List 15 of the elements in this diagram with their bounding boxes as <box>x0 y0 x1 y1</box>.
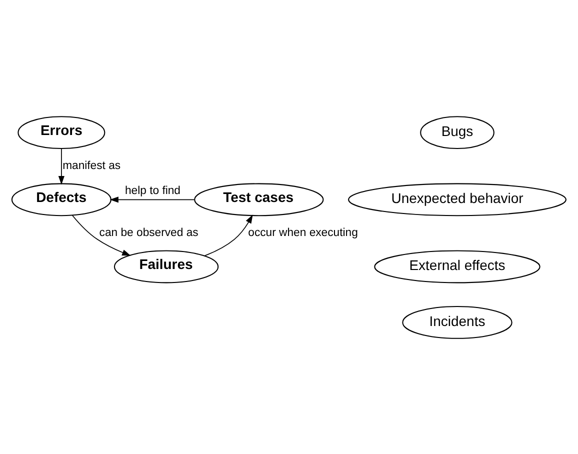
arrow <box>110 196 195 202</box>
arrow <box>72 214 131 256</box>
node-ellipse: Unexpected behavior <box>348 182 566 216</box>
node-ellipse: Incidents <box>402 305 512 338</box>
node-ellipse: Errors <box>18 116 106 149</box>
arrow <box>58 148 64 184</box>
edge-label: occur when executing <box>248 226 358 239</box>
edge-label: can be observed as <box>99 226 198 239</box>
node-ellipse: Bugs <box>420 116 494 149</box>
edge-label: manifest as <box>62 160 121 172</box>
node-ellipse: Test cases <box>194 182 324 216</box>
node-ellipse: External effects <box>374 250 540 283</box>
edge-label: help to find <box>124 184 181 196</box>
node-ellipse: Defects <box>11 182 112 216</box>
arrow <box>204 214 253 256</box>
